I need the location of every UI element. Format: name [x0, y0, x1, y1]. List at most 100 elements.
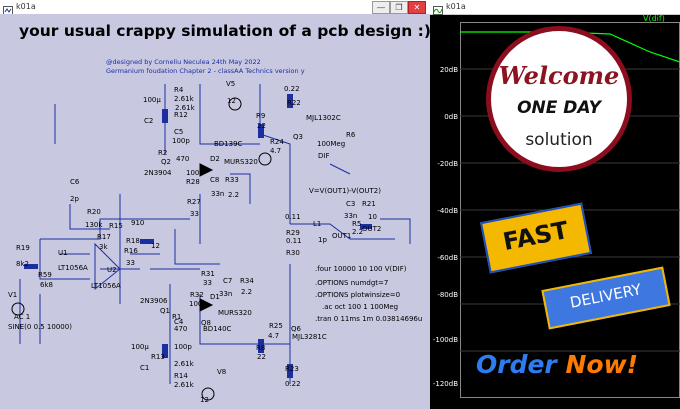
spice-directive[interactable]: .four 10000 10 100 V(DIF) — [315, 265, 407, 273]
component-label[interactable]: C4 — [174, 318, 184, 326]
component-label[interactable]: 2.2 — [241, 288, 253, 296]
component-label[interactable]: V5 — [226, 80, 236, 88]
component-label[interactable]: 100p — [172, 137, 190, 145]
component-label[interactable]: 2.2 — [352, 228, 364, 236]
component-label[interactable]: R33 — [225, 176, 239, 184]
component-label[interactable]: MURS320 — [218, 309, 252, 317]
component-label[interactable]: D1 — [210, 293, 220, 301]
component-label[interactable]: R17 — [97, 233, 111, 241]
component-label[interactable]: R27 — [187, 198, 201, 206]
component-label[interactable]: 33n — [219, 290, 233, 298]
restore-button[interactable]: ❐ — [390, 1, 408, 14]
component-label[interactable]: R32 — [190, 291, 204, 299]
component-label[interactable]: OUT1 — [332, 232, 352, 240]
spice-directive[interactable]: .OPTIONS plotwinsize=0 — [315, 291, 401, 299]
component-label[interactable]: 4.7 — [270, 147, 282, 155]
component-label[interactable]: R5 — [352, 220, 362, 228]
component-label[interactable]: C8 — [210, 176, 220, 184]
component-label[interactable]: C1 — [140, 364, 150, 372]
component-label[interactable]: 8k2 — [16, 260, 29, 268]
order-now-banner[interactable]: Order Now! — [476, 350, 676, 390]
trace-label[interactable]: V(dif) — [643, 14, 665, 23]
component-label[interactable]: AC 1 — [14, 313, 31, 321]
component-label[interactable]: R24 — [270, 138, 284, 146]
component-label[interactable]: R4 — [174, 86, 184, 94]
component-label[interactable]: 100µ — [131, 343, 149, 351]
component-label[interactable]: R9 — [256, 112, 266, 120]
component-label[interactable]: 100 — [186, 169, 200, 177]
component-label[interactable]: R31 — [201, 270, 215, 278]
close-button[interactable]: ✕ — [408, 1, 426, 14]
component-label[interactable]: 10 — [368, 213, 377, 221]
spice-directive[interactable]: .ac oct 100 1 100Meg — [322, 303, 399, 311]
component-label[interactable]: 0.11 — [285, 213, 301, 221]
component-label[interactable]: MJL1302C — [306, 114, 341, 122]
component-label[interactable]: R23 — [285, 365, 299, 373]
component-label[interactable]: 33 — [203, 279, 212, 287]
component-label[interactable]: 1p — [318, 236, 327, 244]
component-label[interactable]: Q6 — [291, 325, 301, 333]
component-label[interactable]: V1 — [8, 291, 18, 299]
component-label[interactable]: SINE(0 0.5 10000) — [8, 323, 72, 331]
component-label[interactable]: BD140C — [203, 325, 232, 333]
component-label[interactable]: 3k — [99, 243, 108, 251]
component-label[interactable]: V=V(OUT1)-V(OUT2) — [309, 187, 381, 195]
component-label[interactable]: Q1 — [160, 307, 170, 315]
component-label[interactable]: 2.2 — [228, 191, 240, 199]
component-label[interactable]: R20 — [87, 208, 101, 216]
component-label[interactable]: 33 — [190, 210, 199, 218]
component-label[interactable]: R29 — [286, 229, 300, 237]
component-label[interactable]: R22 — [287, 99, 301, 107]
component-label[interactable]: 470 — [176, 155, 190, 163]
component-label[interactable]: R21 — [362, 200, 376, 208]
schematic-canvas[interactable] — [0, 14, 430, 409]
component-label[interactable]: 33n — [344, 212, 358, 220]
component-label[interactable]: R1 — [172, 313, 182, 321]
component-label[interactable]: 22 — [257, 122, 266, 130]
component-label[interactable]: 2p — [70, 195, 79, 203]
spice-directive[interactable]: .OPTIONS numdgt=7 — [315, 279, 389, 287]
component-label[interactable]: R2 — [158, 149, 168, 157]
component-label[interactable]: 0.11 — [286, 237, 302, 245]
component-label[interactable]: R16 — [124, 247, 138, 255]
component-label[interactable]: L1 — [313, 220, 322, 228]
component-label[interactable]: 910 — [131, 219, 145, 227]
component-label[interactable]: MJL3281C — [292, 333, 327, 341]
component-label[interactable]: 2.61k — [174, 360, 194, 368]
component-label[interactable]: C3 — [346, 200, 356, 208]
spice-directive[interactable]: .tran 0 11ms 1m 0.03814696u — [315, 315, 423, 323]
component-label[interactable]: 2.61k — [174, 381, 194, 389]
component-label[interactable]: Q3 — [293, 133, 303, 141]
component-label[interactable]: R30 — [286, 249, 300, 257]
component-label[interactable]: Q8 — [201, 319, 211, 327]
component-label[interactable]: C5 — [174, 128, 184, 136]
component-label[interactable]: MURS320 — [224, 158, 258, 166]
component-label[interactable]: C2 — [144, 117, 154, 125]
component-label[interactable]: 12 — [151, 242, 160, 250]
component-label[interactable]: OUT2 — [362, 225, 382, 233]
component-label[interactable]: R25 — [269, 322, 283, 330]
component-label[interactable]: 100µ — [143, 96, 161, 104]
component-label[interactable]: R14 — [174, 372, 188, 380]
component-label[interactable]: U2 — [107, 266, 117, 274]
component-label[interactable]: C6 — [70, 178, 80, 186]
component-label[interactable]: D2 — [210, 155, 220, 163]
component-label[interactable]: 6k8 — [40, 281, 53, 289]
component-label[interactable]: R28 — [186, 178, 200, 186]
component-label[interactable]: 2.61k — [174, 95, 194, 103]
component-label[interactable]: 0.22 — [285, 380, 301, 388]
component-label[interactable]: 12 — [200, 396, 209, 404]
component-label[interactable]: 0.22 — [284, 85, 300, 93]
component-label[interactable]: R18 — [126, 237, 140, 245]
component-label[interactable]: Q2 — [161, 158, 171, 166]
component-label[interactable]: 2N3906 — [140, 297, 168, 305]
component-label[interactable]: R12 — [174, 111, 188, 119]
component-label[interactable]: 33 — [126, 259, 135, 267]
component-label[interactable]: R6 — [346, 131, 356, 139]
minimize-button[interactable]: — — [372, 1, 390, 14]
component-label[interactable]: 22 — [257, 353, 266, 361]
component-label[interactable]: R59 — [38, 271, 52, 279]
component-label[interactable]: 100Meg — [317, 140, 346, 148]
component-label[interactable]: 130k — [85, 221, 103, 229]
component-label[interactable]: R8 — [256, 344, 266, 352]
